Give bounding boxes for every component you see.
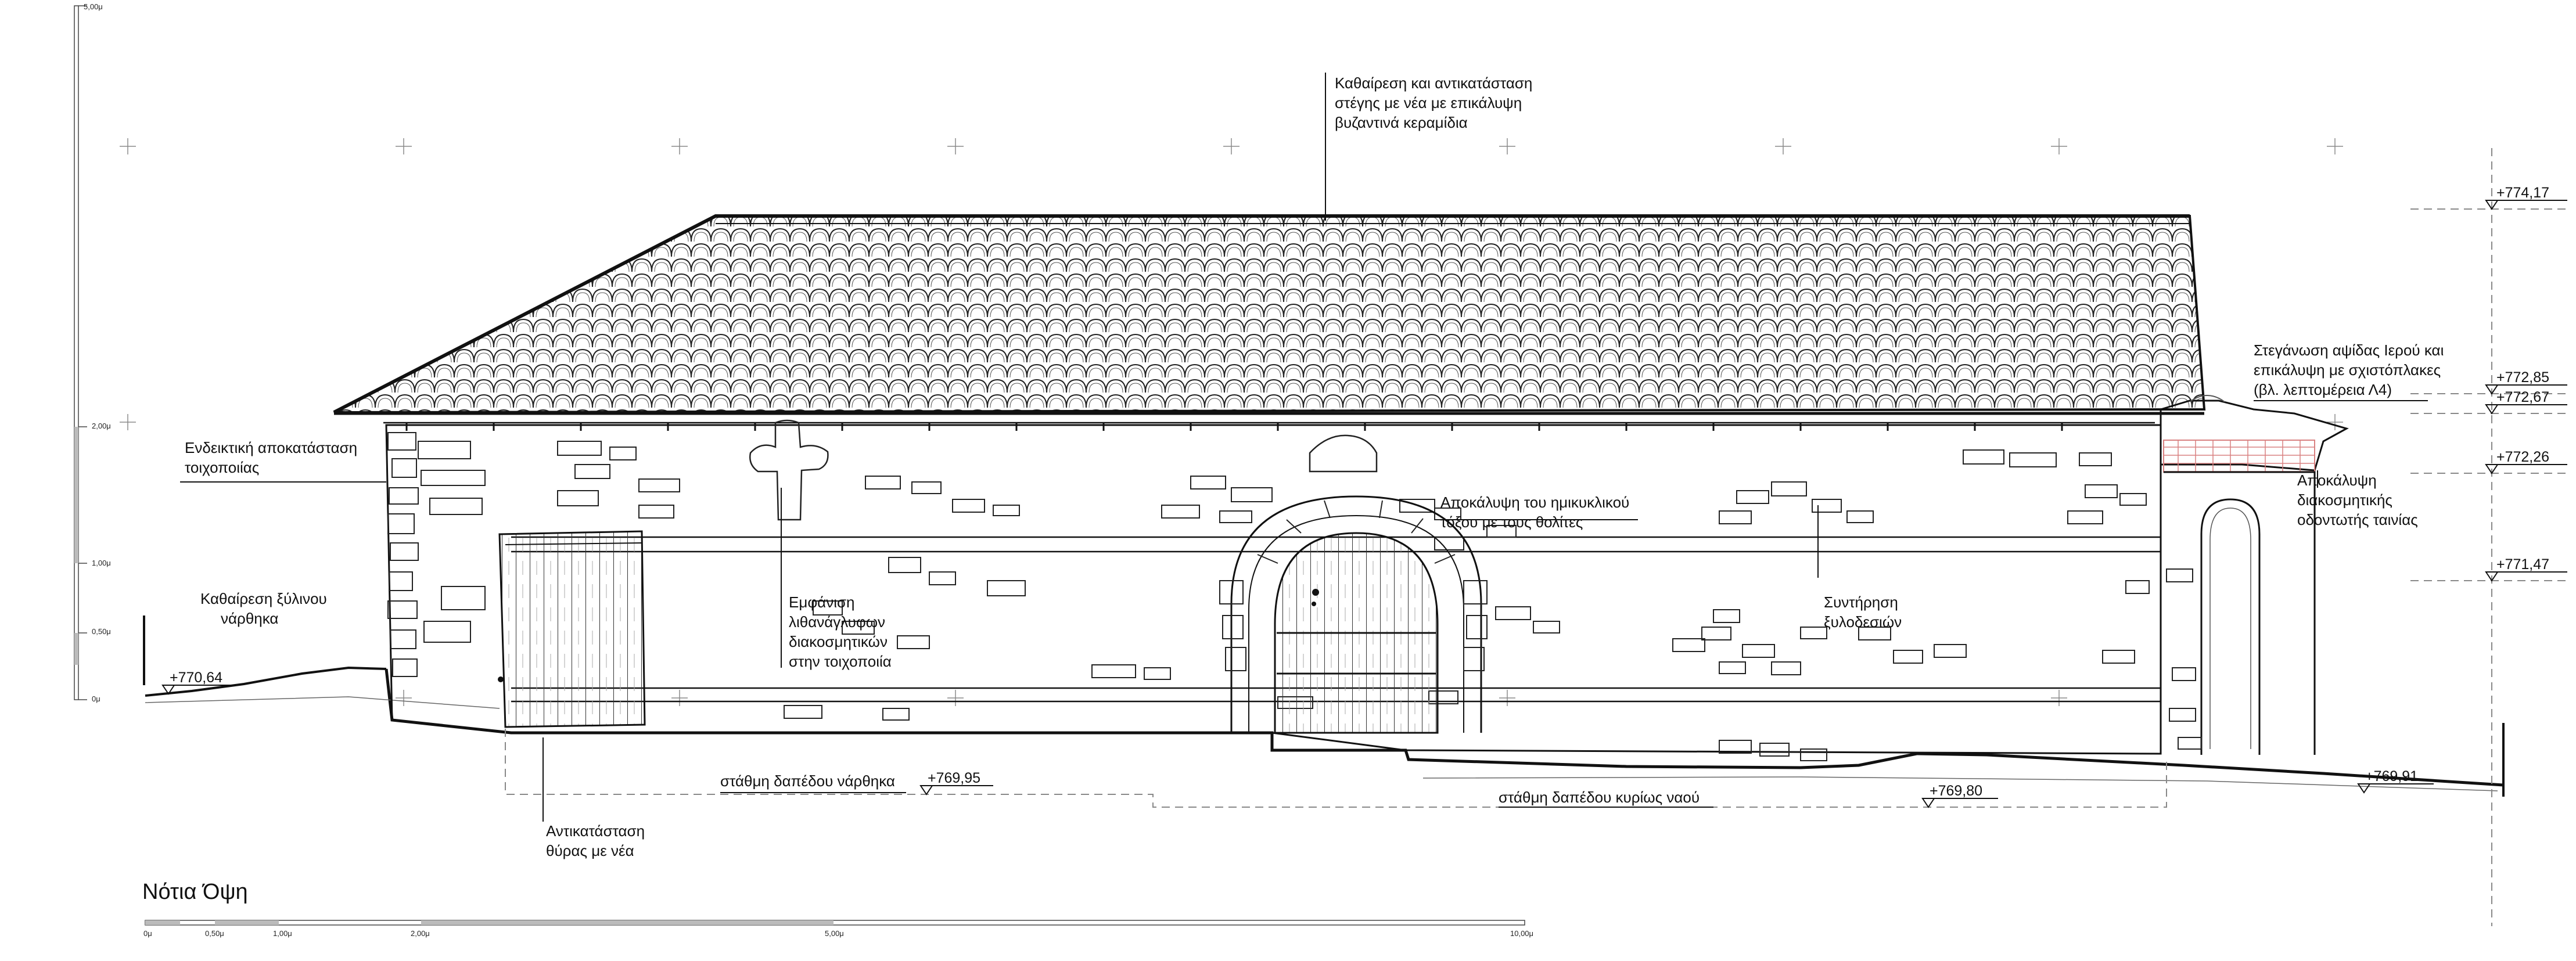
- svg-text:Αποκάλυψη: Αποκάλυψη: [2297, 471, 2377, 489]
- main-wall: [385, 419, 2162, 761]
- vertical-scale-bar: 5,00μ 2,00μ 1,00μ 0,50μ 0μ: [74, 2, 111, 703]
- annotation-dentil: Αποκάλυψη διακοσμητικής οδοντωτής ταινία…: [2297, 471, 2418, 528]
- svg-text:στην τοιχοποιία: στην τοιχοποιία: [789, 653, 892, 670]
- horizontal-scale-bar: 0μ 0,50μ 1,00μ 2,00μ 5,00μ 10,00μ: [143, 920, 1533, 938]
- svg-text:Καθαίρεση και αντικατάσταση: Καθαίρεση και αντικατάσταση: [1335, 74, 1532, 92]
- svg-text:Συντήρηση: Συντήρηση: [1824, 593, 1898, 611]
- vscale-label-0m: 0μ: [92, 694, 100, 703]
- annotation-arch: Αποκάλυψη του ημικυκλικού τόξου με τους …: [1440, 494, 1629, 531]
- level-apse-cornice: +772,26: [2496, 449, 2549, 465]
- level-apse-mid: +771,47: [2496, 556, 2549, 573]
- svg-text:λιθανάγλυφων: λιθανάγλυφων: [789, 613, 885, 631]
- leader-lines: [180, 73, 2428, 822]
- level-apse-roof: +772,67: [2496, 389, 2549, 405]
- vscale-label-5m: 5,00μ: [84, 2, 103, 11]
- svg-text:Στεγάνωση αψίδας Ιερού και: Στεγάνωση αψίδας Ιερού και: [2254, 341, 2444, 359]
- level-nave-floor: +769,80: [1930, 783, 1982, 799]
- annotation-ties: Συντήρηση ξυλοδεσιών: [1824, 593, 1902, 631]
- roof: [333, 214, 2206, 431]
- hscale-label-050m: 0,50μ: [205, 929, 224, 938]
- arch-relief-stone: [1309, 434, 1378, 473]
- annotation-narthex-demolish: Καθαίρεση ξύλινου νάρθηκα: [200, 590, 327, 627]
- svg-text:τόξου με τους θολίτες: τόξου με τους θολίτες: [1440, 513, 1583, 531]
- svg-text:Ενδεικτική αποκατάσταση: Ενδεικτική αποκατάσταση: [185, 439, 357, 456]
- level-west-ground: +770,64: [170, 670, 222, 686]
- reference-grid: [120, 138, 2343, 706]
- arched-door: [1219, 495, 1488, 734]
- hscale-label-2m: 2,00μ: [411, 929, 430, 938]
- apse: [2160, 395, 2349, 755]
- svg-text:Αντικατάσταση: Αντικατάσταση: [546, 822, 645, 840]
- svg-text:Καθαίρεση ξύλινου: Καθαίρεση ξύλινου: [200, 590, 327, 607]
- level-markers: [161, 200, 2567, 808]
- cross-relief: [749, 419, 829, 521]
- level-narthex-floor: +769,95: [928, 770, 980, 786]
- level-east-ground: +769,91: [2365, 768, 2418, 784]
- svg-text:στέγης με νέα με επικάλυψη: στέγης με νέα με επικάλυψη: [1335, 94, 1522, 111]
- annotation-wall-restore: Ενδεικτική αποκατάσταση τοιχοποιίας: [185, 439, 357, 476]
- narthex-door: [498, 530, 646, 728]
- annotation-roof: Καθαίρεση και αντικατάσταση στέγης με νέ…: [1335, 74, 1532, 131]
- hscale-label-1m: 1,00μ: [273, 929, 292, 938]
- svg-text:νάρθηκα: νάρθηκα: [221, 610, 278, 627]
- label-floor-narthex: στάθμη δαπέδου νάρθηκα: [720, 772, 895, 790]
- annotation-apse: Στεγάνωση αψίδας Ιερού και επικάλυψη με …: [2254, 341, 2444, 398]
- svg-text:(βλ. λεπτομέρεια Λ4): (βλ. λεπτομέρεια Λ4): [2254, 381, 2392, 398]
- level-roof-top: +774,17: [2496, 185, 2549, 201]
- level-eave: +772,85: [2496, 369, 2549, 386]
- svg-text:βυζαντινά κεραμίδια: βυζαντινά κεραμίδια: [1335, 114, 1468, 131]
- vscale-label-1m: 1,00μ: [92, 559, 111, 567]
- hscale-label-0m: 0μ: [143, 929, 152, 938]
- hscale-label-5m: 5,00μ: [825, 929, 844, 938]
- svg-text:οδοντωτής ταινίας: οδοντωτής ταινίας: [2297, 511, 2418, 528]
- annotation-reliefs: Εμφάνιση λιθανάγλυφων διακοσμητικών στην…: [789, 593, 892, 670]
- hscale-label-10m: 10,00μ: [1510, 929, 1533, 938]
- drawing-title: Νότια Όψη: [142, 880, 248, 904]
- svg-text:διακοσμητικής: διακοσμητικής: [2297, 491, 2392, 509]
- svg-text:διακοσμητικών: διακοσμητικών: [789, 633, 888, 650]
- svg-text:ξυλοδεσιών: ξυλοδεσιών: [1824, 613, 1902, 631]
- svg-text:τοιχοποιίας: τοιχοποιίας: [185, 459, 259, 476]
- label-floor-nave: στάθμη δαπέδου κυρίως ναού: [1499, 789, 1700, 806]
- vscale-label-050m: 0,50μ: [92, 627, 111, 636]
- svg-text:θύρας με νέα: θύρας με νέα: [546, 842, 634, 859]
- annotation-door: Αντικατάσταση θύρας με νέα: [546, 822, 645, 859]
- vscale-label-2m: 2,00μ: [92, 422, 111, 430]
- svg-text:επικάλυψη με σχιστόπλακες: επικάλυψη με σχιστόπλακες: [2254, 361, 2441, 379]
- svg-text:Εμφάνιση: Εμφάνιση: [789, 593, 855, 611]
- floor-level-lines: [505, 148, 2567, 926]
- svg-text:Αποκάλυψη του ημικυκλικού: Αποκάλυψη του ημικυκλικού: [1440, 494, 1629, 511]
